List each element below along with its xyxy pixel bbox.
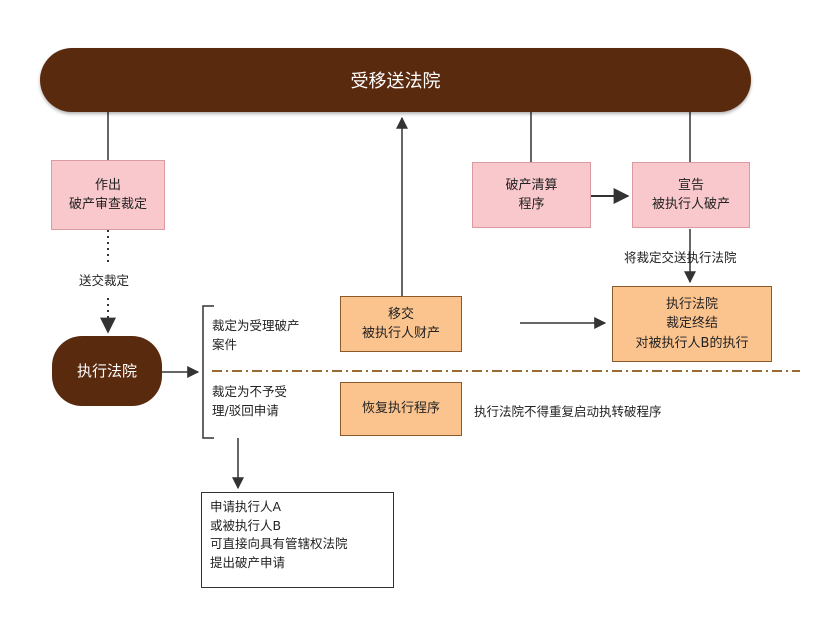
accept-label: 裁定为受理破产 案件 xyxy=(212,316,300,355)
resume-enforcement-box: 恢复执行程序 xyxy=(340,382,462,436)
declare-line-2: 被执行人破产 xyxy=(651,197,730,212)
accept-line-1: 裁定为受理破产 xyxy=(212,318,300,333)
enforcement-court-node: 执行法院 xyxy=(52,336,162,406)
terminate-line-2: 裁定终结 xyxy=(665,316,718,332)
reject-line-1: 裁定为不予受 xyxy=(212,384,288,399)
reject-line-2: 理/驳回申请 xyxy=(212,403,279,419)
court-label: 执行法院 xyxy=(76,361,137,380)
decision-line-1: 作出 xyxy=(94,177,121,193)
transfer-property-box: 移交 被执行人财产 xyxy=(340,296,462,352)
resume-label: 恢复执行程序 xyxy=(361,401,440,417)
declare-bankruptcy-box: 宣告 被执行人破产 xyxy=(632,162,750,228)
applicant-line-2: 或被执行人B xyxy=(210,517,282,533)
applicant-note-box: 申请执行人A 或被执行人B 可直接向具有管辖权法院 提出破产申请 xyxy=(201,492,394,588)
transfer-line-2: 被执行人财产 xyxy=(361,326,440,341)
applicant-line-1: 申请执行人A xyxy=(210,499,282,514)
terminate-line-3: 对被执行人B的执行 xyxy=(635,335,749,351)
liquidation-line-1: 破产清算 xyxy=(505,177,558,193)
terminate-enforcement-box: 执行法院 裁定终结 对被执行人B的执行 xyxy=(612,286,772,362)
decision-line-2: 破产审查裁定 xyxy=(68,197,147,212)
send-ruling-label: 送交裁定 xyxy=(79,273,130,288)
bracket xyxy=(202,305,214,439)
liquidation-line-2: 程序 xyxy=(518,197,545,212)
top-bar-label: 受移送法院 xyxy=(350,71,441,92)
top-bar-receiving-court: 受移送法院 xyxy=(40,48,751,112)
reject-label: 裁定为不予受 理/驳回申请 xyxy=(212,382,287,421)
transfer-line-1: 移交 xyxy=(387,306,414,322)
declare-line-1: 宣告 xyxy=(677,177,704,193)
no-repeat-note: 执行法院不得重复启动执转破程序 xyxy=(474,404,662,419)
terminate-line-1: 执行法院 xyxy=(665,296,718,312)
accept-line-2: 案件 xyxy=(212,337,238,353)
applicant-line-4: 提出破产申请 xyxy=(210,554,286,570)
decision-box: 作出 破产审查裁定 xyxy=(51,160,165,230)
send-to-court-label: 将裁定交送执行法院 xyxy=(624,250,737,265)
applicant-line-3: 可直接向具有管辖权法院 xyxy=(210,536,348,551)
liquidation-box: 破产清算 程序 xyxy=(472,162,591,228)
